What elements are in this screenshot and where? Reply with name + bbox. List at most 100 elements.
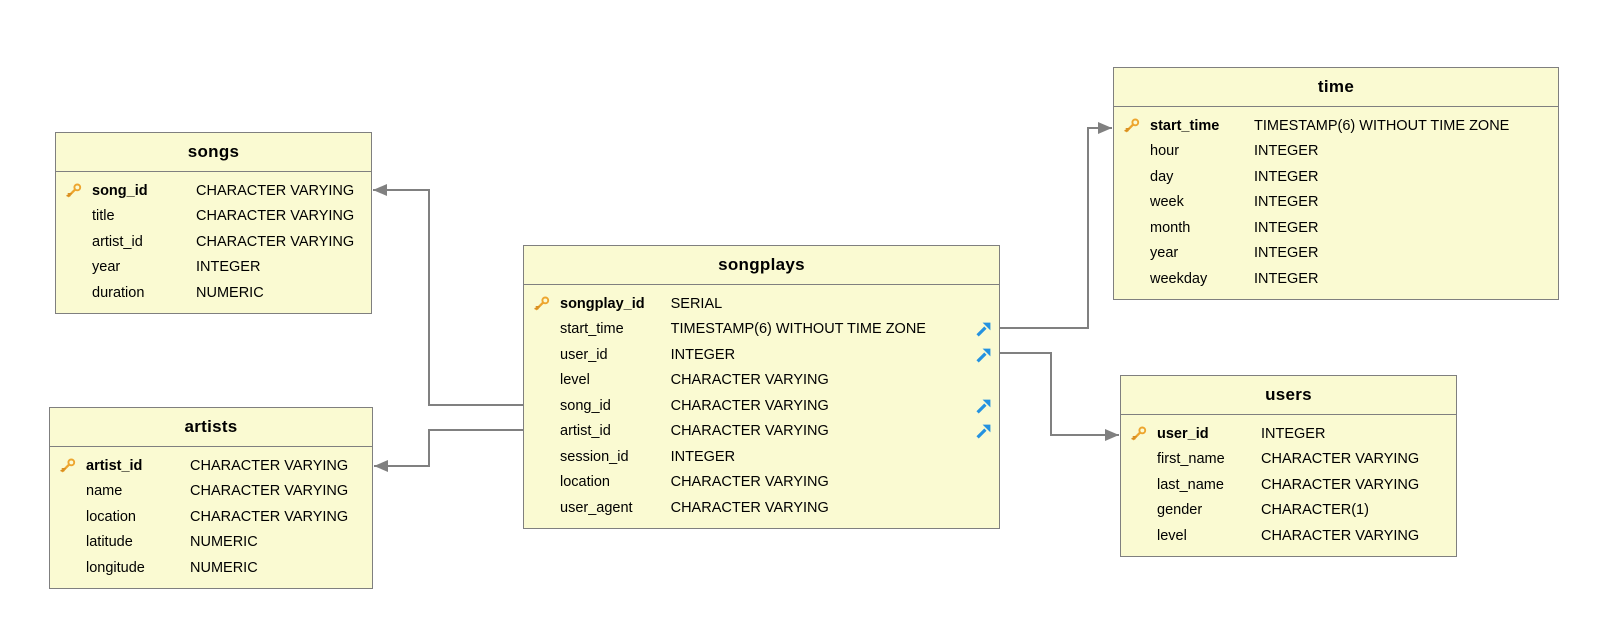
column-name: month bbox=[1150, 219, 1191, 236]
fk-cell bbox=[973, 495, 999, 521]
table-header: artists bbox=[50, 408, 372, 447]
key-cell bbox=[56, 178, 92, 204]
table-columns: artist_id CHARACTER VARYING name CHARACT… bbox=[50, 447, 372, 588]
fk-cell bbox=[973, 419, 999, 445]
table-header: songs bbox=[56, 133, 371, 172]
column-type: INTEGER bbox=[1254, 168, 1319, 185]
fk-cell bbox=[354, 229, 380, 255]
column-type: CHARACTER VARYING bbox=[190, 508, 349, 525]
column-name: location bbox=[86, 508, 136, 525]
table-columns: user_id INTEGER first_name CHARACTER VAR… bbox=[1121, 415, 1456, 556]
key-cell bbox=[50, 530, 86, 556]
column-name: year bbox=[92, 259, 121, 276]
key-icon bbox=[1124, 118, 1140, 132]
table-time[interactable]: time start_time TIMESTAMP(6) WITHOUT TIM… bbox=[1113, 67, 1559, 300]
key-cell bbox=[50, 453, 86, 479]
key-cell bbox=[1114, 139, 1150, 165]
key-cell bbox=[50, 504, 86, 530]
column-type: TIMESTAMP(6) WITHOUT TIME ZONE bbox=[670, 321, 926, 338]
fk-cell bbox=[973, 317, 999, 343]
key-icon bbox=[1131, 426, 1147, 440]
column-type: INTEGER bbox=[1254, 143, 1319, 160]
column-name: year bbox=[1150, 245, 1179, 262]
column-type: CHARACTER VARYING bbox=[1261, 527, 1420, 544]
key-cell bbox=[50, 555, 86, 581]
key-cell bbox=[56, 280, 92, 306]
foreign-key-ne-arrow-icon bbox=[976, 424, 991, 439]
key-cell bbox=[1121, 498, 1157, 524]
relationship-songplays-artist_id-to-artists bbox=[374, 429, 523, 472]
column-type: CHARACTER VARYING bbox=[1261, 451, 1420, 468]
column-name: location bbox=[560, 474, 610, 491]
relationship-songplays-user_id-to-users bbox=[1000, 352, 1119, 441]
fk-cell bbox=[1532, 241, 1558, 267]
column-name: artist_id bbox=[86, 457, 143, 474]
column-type: CHARACTER VARYING bbox=[670, 423, 829, 440]
fk-cell bbox=[1532, 266, 1558, 292]
column-type: CHARACTER VARYING bbox=[196, 208, 355, 225]
fk-cell bbox=[1430, 447, 1456, 473]
column-type: CHARACTER VARYING bbox=[1261, 476, 1420, 493]
column-type: CHARACTER VARYING bbox=[670, 499, 829, 516]
table-columns: start_time TIMESTAMP(6) WITHOUT TIME ZON… bbox=[1114, 107, 1558, 299]
column-name: start_time bbox=[1150, 117, 1220, 134]
column-type: INTEGER bbox=[1254, 194, 1319, 211]
fk-cell bbox=[1430, 421, 1456, 447]
key-cell bbox=[524, 393, 560, 419]
column-name: song_id bbox=[560, 397, 611, 414]
column-name: latitude bbox=[86, 534, 133, 551]
fk-cell bbox=[354, 204, 380, 230]
fk-cell bbox=[1532, 190, 1558, 216]
fk-cell bbox=[973, 444, 999, 470]
fk-cell bbox=[348, 504, 374, 530]
column-name: songplay_id bbox=[560, 295, 645, 312]
column-type: CHARACTER VARYING bbox=[190, 483, 349, 500]
column-type: INTEGER bbox=[1254, 270, 1319, 287]
relationship-songplays-song_id-to-songs bbox=[373, 184, 523, 406]
table-artists[interactable]: artists artist_id CHARACTER VARYING name… bbox=[49, 407, 373, 589]
column-name: last_name bbox=[1157, 476, 1224, 493]
column-name: longitude bbox=[86, 559, 145, 576]
table-columns: song_id CHARACTER VARYING title CHARACTE… bbox=[56, 172, 371, 313]
key-cell bbox=[1121, 472, 1157, 498]
fk-cell bbox=[1532, 139, 1558, 165]
key-icon bbox=[66, 183, 82, 197]
fk-cell bbox=[973, 470, 999, 496]
key-cell bbox=[524, 470, 560, 496]
fk-cell bbox=[973, 291, 999, 317]
table-columns: songplay_id SERIAL start_time TIMESTAMP(… bbox=[524, 285, 999, 528]
column-name: duration bbox=[92, 284, 145, 301]
fk-cell bbox=[348, 453, 374, 479]
table-title: time bbox=[1317, 77, 1355, 96]
table-header: time bbox=[1114, 68, 1558, 107]
column-name: weekday bbox=[1150, 270, 1208, 287]
column-name: level bbox=[560, 372, 590, 389]
table-songs[interactable]: songs song_id CHARACTER VARYING title CH… bbox=[55, 132, 372, 314]
column-type: INTEGER bbox=[670, 448, 736, 465]
foreign-key-ne-arrow-icon bbox=[976, 322, 991, 337]
fk-cell bbox=[973, 368, 999, 394]
column-name: artist_id bbox=[560, 423, 611, 440]
key-cell bbox=[524, 444, 560, 470]
key-cell bbox=[1121, 421, 1157, 447]
fk-cell bbox=[1532, 215, 1558, 241]
fk-cell bbox=[1430, 472, 1456, 498]
column-type: CHARACTER VARYING bbox=[196, 182, 355, 199]
column-type: CHARACTER(1) bbox=[1261, 502, 1369, 519]
table-users[interactable]: users user_id INTEGER first_name CHARACT… bbox=[1120, 375, 1457, 557]
fk-cell bbox=[1430, 523, 1456, 549]
table-title: songplays bbox=[718, 255, 805, 274]
key-cell bbox=[524, 495, 560, 521]
key-cell bbox=[524, 291, 560, 317]
fk-cell bbox=[1430, 498, 1456, 524]
key-cell bbox=[1114, 164, 1150, 190]
key-cell bbox=[56, 204, 92, 230]
column-type: CHARACTER VARYING bbox=[670, 397, 829, 414]
column-name: gender bbox=[1157, 502, 1203, 519]
column-type: NUMERIC bbox=[196, 284, 264, 301]
table-title: artists bbox=[184, 417, 238, 436]
table-songplays[interactable]: songplays songplay_id SERIAL start_time … bbox=[523, 245, 1000, 529]
table-title: users bbox=[1265, 385, 1312, 404]
